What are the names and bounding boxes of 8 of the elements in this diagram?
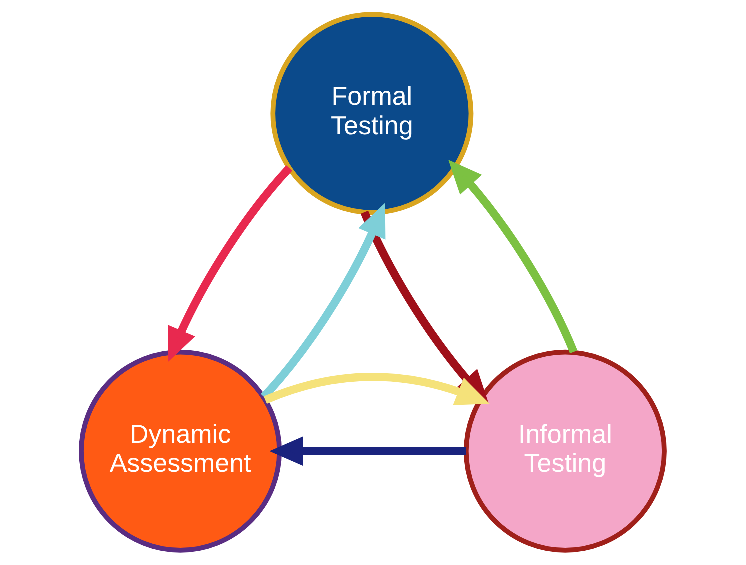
arrow xyxy=(264,373,490,406)
node-circle: Formal Testing xyxy=(270,12,474,216)
arrow xyxy=(270,436,466,466)
arrow xyxy=(168,166,292,362)
arrow xyxy=(260,203,386,400)
node-circle: Dynamic Assessment xyxy=(79,350,282,553)
node-circle: Informal Testing xyxy=(464,350,667,553)
arrow xyxy=(448,160,578,354)
